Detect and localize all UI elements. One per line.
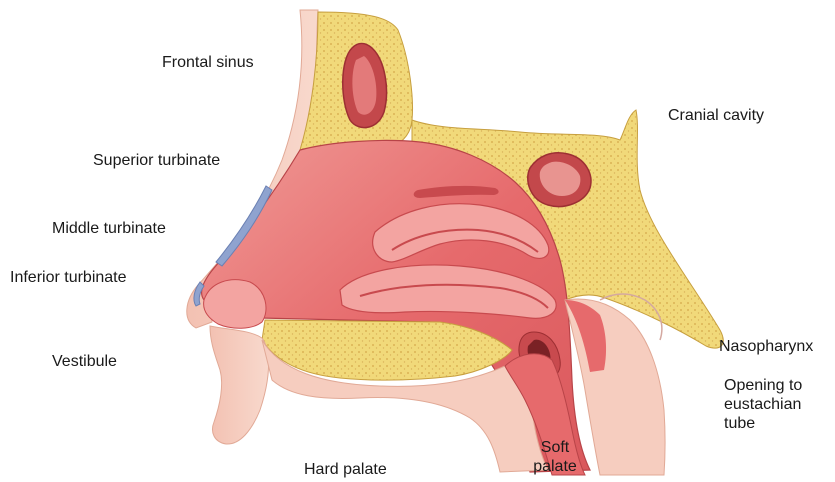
- label-cranial-cavity: Cranial cavity: [668, 106, 764, 125]
- label-middle-turbinate: Middle turbinate: [52, 219, 166, 238]
- label-nasopharynx: Nasopharynx: [719, 337, 813, 356]
- label-inferior-turbinate: Inferior turbinate: [10, 268, 127, 287]
- label-eustachian-opening: Opening to eustachian tube: [724, 376, 824, 433]
- label-vestibule: Vestibule: [52, 352, 117, 371]
- label-hard-palate: Hard palate: [304, 460, 387, 479]
- label-superior-turbinate: Superior turbinate: [93, 151, 220, 170]
- vestibule-shape: [204, 280, 266, 329]
- label-soft-palate: Soft palate: [525, 438, 585, 476]
- label-frontal-sinus: Frontal sinus: [162, 53, 254, 72]
- upper-lip-skin: [210, 326, 269, 444]
